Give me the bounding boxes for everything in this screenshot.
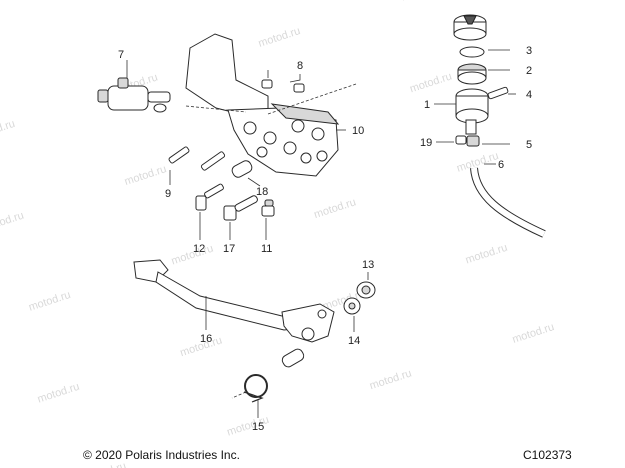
svg-text:motod.ru: motod.ru [408,70,453,95]
callout-7: 7 [118,49,124,61]
svg-text:motod.ru: motod.ru [257,25,302,50]
part-hose-6 [470,163,546,238]
callout-5: 5 [526,139,532,151]
svg-text:motod.ru: motod.ru [27,289,72,314]
callout-13: 13 [362,259,374,271]
part-sleeve-18 [231,160,261,187]
part-bracket [185,33,357,177]
svg-text:motod.ru: motod.ru [313,196,358,221]
svg-text:motod.ru: motod.ru [123,163,168,188]
svg-text:motod.ru: motod.ru [36,381,81,406]
svg-text:motod.ru: motod.ru [368,367,413,392]
part-nut-11 [261,199,275,240]
copyright-text: © 2020 Polaris Industries Inc. [83,448,240,462]
callout-3: 3 [526,45,532,57]
svg-text:motod.ru: motod.ru [464,242,509,267]
part-brake-pedal [133,259,335,343]
part-bolt-12 [195,183,224,240]
callout-4: 4 [526,89,532,101]
part-master-cylinder-valve [97,60,171,113]
callout-12: 12 [193,243,205,255]
callout-6: 6 [498,159,504,171]
callout-19: 19 [420,137,432,149]
svg-text:motod.ru: motod.ru [400,0,445,4]
part-bushings [343,272,376,332]
callout-18: 18 [256,186,268,198]
callout-labels: 7 8 10 9 18 12 17 11 3 2 4 1 5 19 6 13 1… [118,45,532,433]
part-bolt-17 [223,195,258,240]
part-reservoir-assembly [434,14,516,147]
svg-text:motod.ru: motod.ru [0,210,25,235]
callout-14: 14 [348,335,360,347]
callout-10: 10 [352,125,364,137]
svg-text:motod.ru: motod.ru [0,118,17,143]
part-bolts-9 [168,146,226,185]
callout-8: 8 [297,60,303,72]
callout-11: 11 [261,243,272,255]
callout-2: 2 [526,65,532,77]
figure-id: C102373 [523,448,572,462]
part-clip-15 [231,374,268,418]
svg-text:motod.ru: motod.ru [511,321,556,346]
part-pin-sleeve [281,348,305,368]
callout-17: 17 [223,243,235,255]
callout-16: 16 [200,333,212,345]
callout-15: 15 [252,421,264,433]
callout-9: 9 [165,188,171,200]
callout-1: 1 [424,99,430,111]
part-nut-8 [261,70,305,93]
